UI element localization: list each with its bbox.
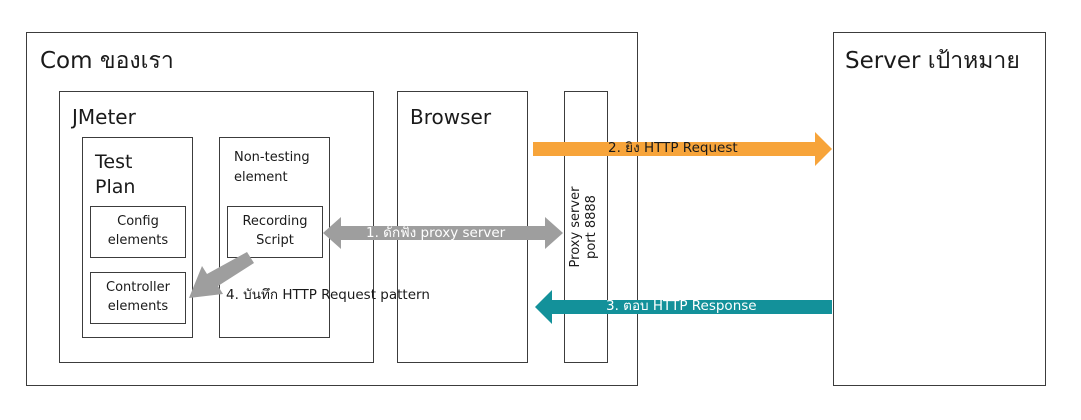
server-title: Server เป้าหมาย xyxy=(845,48,1020,74)
response-arrow xyxy=(535,290,832,324)
record-arrow xyxy=(189,252,254,298)
non-testing-label-line1: Non-testing xyxy=(234,150,310,165)
recording-script-line2: Script xyxy=(256,233,294,248)
controller-elements-box xyxy=(90,272,186,324)
step3-label: 3. ตอบ HTTP Response xyxy=(606,298,757,314)
browser-title: Browser xyxy=(410,105,492,129)
proxy-server-box xyxy=(564,91,608,363)
config-elements-line1: Config xyxy=(117,214,159,229)
test-plan-label-line2: Plan xyxy=(95,176,136,198)
test-plan-label-line1: Test xyxy=(95,151,133,173)
config-elements-line2: elements xyxy=(107,233,169,248)
step4-label: 4. บันทึก HTTP Request pattern xyxy=(226,287,430,303)
recording-script-box xyxy=(227,206,323,258)
step1-label: 1. ดักฟัง proxy server xyxy=(366,225,506,241)
jmeter-title: JMeter xyxy=(72,105,136,129)
controller-elements-line1: Controller xyxy=(106,280,170,295)
com-title: Com ของเรา xyxy=(40,48,174,74)
controller-elements-line2: elements xyxy=(107,299,169,314)
server-container xyxy=(833,32,1046,386)
recording-script-line1: Recording xyxy=(242,214,308,229)
request-arrow xyxy=(533,132,832,166)
config-elements-box xyxy=(90,206,186,258)
non-testing-label-line2: element xyxy=(234,170,288,185)
step2-label: 2. ยิง HTTP Request xyxy=(608,140,738,156)
proxy-listen-arrow xyxy=(323,217,563,249)
